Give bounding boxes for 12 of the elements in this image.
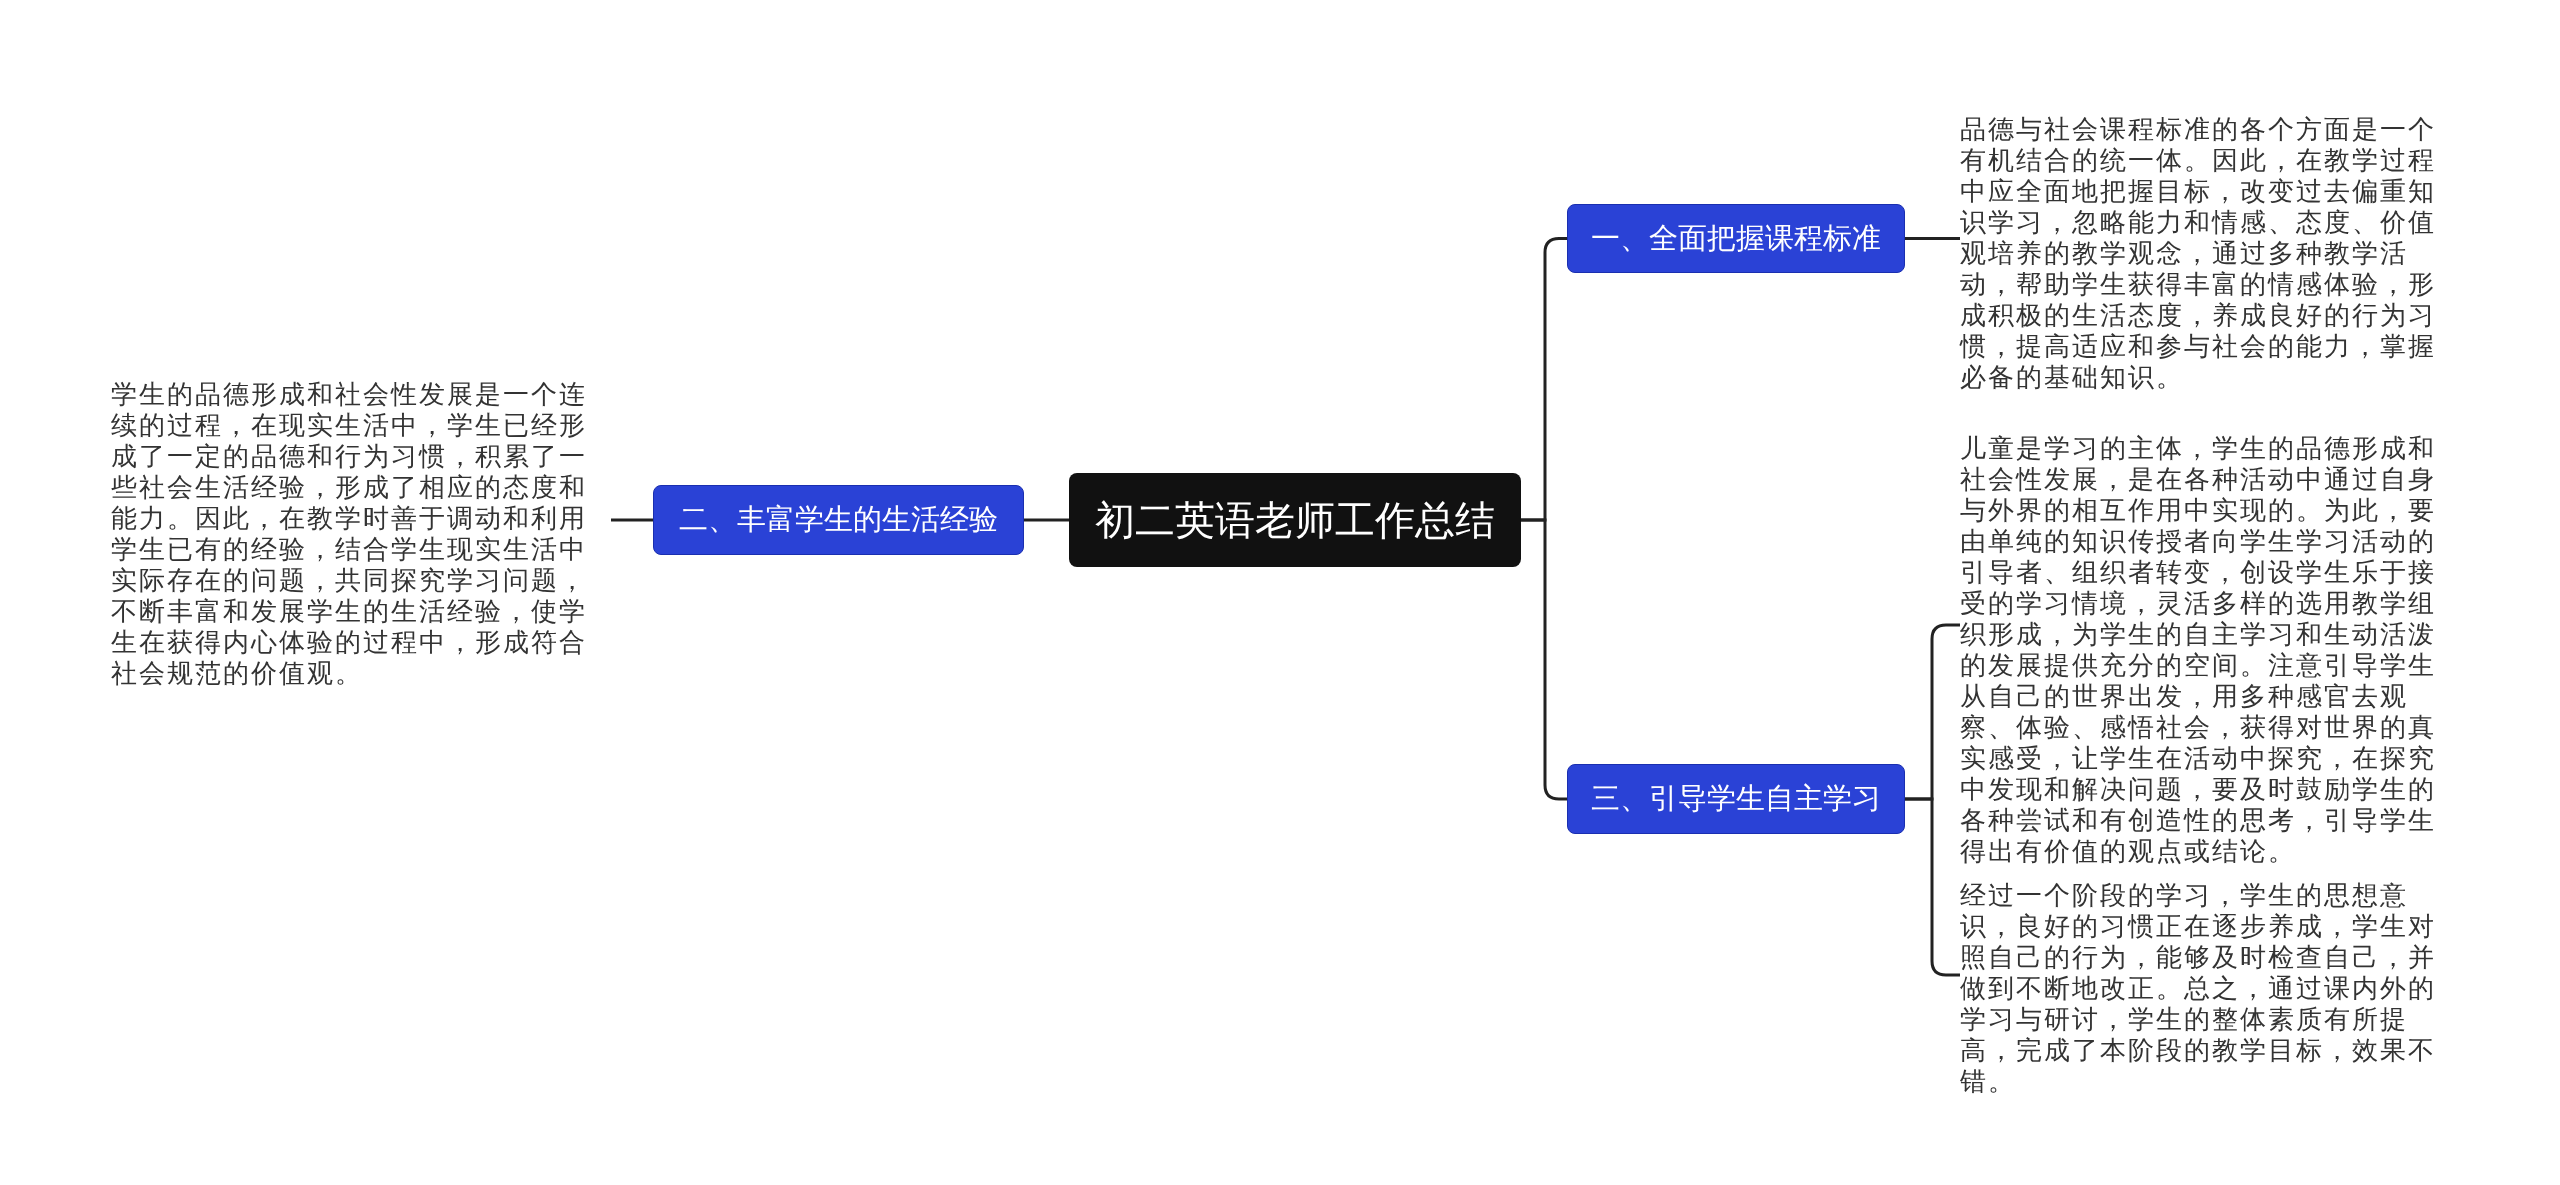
connector-line [1905,237,1960,240]
central-topic-box: 初二英语老师工作总结 [1069,473,1521,567]
topic-box: 一、全面把握课程标准 [1567,204,1905,273]
paragraph-text: 经过一个阶段的学习，学生的思想意识，良好的习惯正在逐步养成，学生对照自己的行为，能够及时检查自己，并做到不断地改正。总之，通过课内外的学习与研讨，学生的整体素质有所提高，完成了本阶段的教学目标，效果不错。 [1960,880,2460,1097]
connector-line [611,518,653,522]
connector-line [1024,518,1069,522]
topic-box: 二、丰富学生的生活经验 [653,485,1024,555]
connector-line [1521,518,1567,801]
paragraph-text: 学生的品德形成和社会性发展是一个连续的过程，在现实生活中，学生已经形成了一定的品德和行为习惯，积累了一些社会生活经验，形成了相应的态度和能力。因此，在教学时善于调动和利用学生已有的经验，结合学生现实生活中实际存在的问题，共同探究学习问题，不断丰富和发展学生的生活经验，使学生在获得内心体验的过程中，形成符合社会规范的价值观。 [111,379,611,689]
paragraph-text: 品德与社会课程标准的各个方面是一个有机结合的统一体。因此，在教学过程中应全面地把握目标，改变过去偏重知识学习，忽略能力和情感、态度、价值观培养的教学观念，通过多种教学活动，帮助学生获得丰富的情感体验，形成积极的生活态度，养成良好的行为习惯，提高适应和参与社会的能力，掌握必备的基础知识。 [1960,114,2460,393]
paragraph-text: 儿童是学习的主体，学生的品德形成和社会性发展，是在各种活动中通过自身与外界的相互作用中实现的。为此，要由单纯的知识传授者向学生学习活动的引导者、组织者转变，创设学生乐于接受的学习情境，灵活多样的选用教学组织形成，为学生的自主学习和生动活泼的发展提供充分的空间。注意引导学生从自己的世界出发，用多种感官去观察、体验、感悟社会，获得对世界的真实感受，让学生在活动中探究，在探究中发现和解决问题，要及时鼓励学生的各种尝试和有创造性的思考，引导学生得出有价值的观点或结论。 [1960,433,2460,867]
topic-box: 三、引导学生自主学习 [1567,764,1905,834]
